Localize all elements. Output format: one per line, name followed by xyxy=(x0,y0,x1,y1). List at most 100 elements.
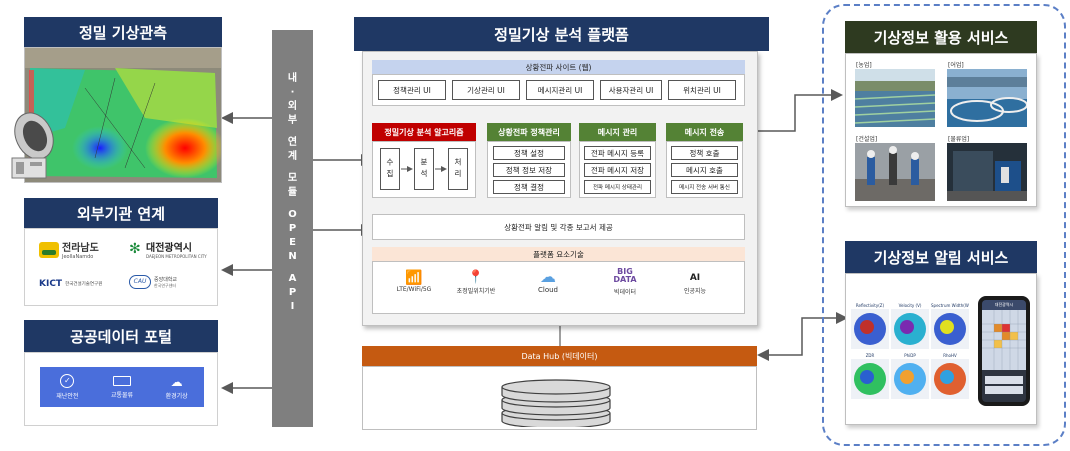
cau-logo: CAU 중앙대학교 한국연구센터 xyxy=(129,275,177,289)
interface-char: P xyxy=(288,223,297,234)
cau-emblem-icon: CAU xyxy=(129,275,151,289)
radar-image xyxy=(891,309,929,349)
algo-step-analyze: 분석 xyxy=(414,148,434,190)
ui-location[interactable]: 위치관리 UI xyxy=(668,80,736,100)
msg-item-status: 전파 메시지 상태관리 xyxy=(584,180,651,194)
ui-message[interactable]: 메시지관리 UI xyxy=(526,80,594,100)
weather-map-image xyxy=(25,48,225,182)
algo-flow-arrows xyxy=(401,166,447,172)
radar-panel: Reflectivity(Z) xyxy=(851,303,889,351)
radar-panel-label: Spectrum Width(W) xyxy=(931,303,969,308)
msg-item-save: 전파 메시지 저장 xyxy=(584,163,651,177)
radar-panel-label: PhiDP xyxy=(904,353,916,358)
radar-image xyxy=(891,359,929,399)
hub-panel xyxy=(362,366,757,430)
interface-char: O xyxy=(288,209,297,220)
tech-lte: 📶 LTE/WiFi/5G xyxy=(384,270,444,293)
use-service-title: 기상정보 활용 서비스 xyxy=(845,21,1037,53)
daejeon-logo: ✻ 대전광역시 DAEJEON METROPOLITAN CITY xyxy=(129,241,207,259)
hub-title: Data Hub (빅데이터) xyxy=(362,346,757,366)
interface-char: · xyxy=(290,87,295,98)
use-item-const-label: [건설업] xyxy=(856,136,878,143)
interface-char: 듈 xyxy=(287,187,298,198)
interface-char: 내 xyxy=(287,73,298,84)
radar-image xyxy=(851,359,889,399)
portal-item-traffic[interactable]: 교통물류 xyxy=(111,375,133,399)
portal-panel: ✓ 재난안전 교통물류 ☁ 환경기상 xyxy=(24,352,218,426)
antenna-icon: 📶 xyxy=(405,270,423,286)
truck-icon xyxy=(112,375,131,386)
logistics-photo xyxy=(947,143,1027,201)
services-group xyxy=(822,4,1066,446)
jeonnam-logo: 전라남도 JeollaNamdo xyxy=(39,239,99,260)
interface-char: 부 xyxy=(287,115,298,126)
tech-title: 플랫폼 요소기술 xyxy=(372,247,745,261)
phone-screen: 대전광역시 xyxy=(982,300,1026,402)
use-item-agri-label: [농업] xyxy=(856,62,872,69)
policy-item-set: 정책 설정 xyxy=(493,146,565,160)
algo-title: 정밀기상 분석 알고리즘 xyxy=(372,123,476,141)
send-item-msg-call: 메시지 호출 xyxy=(671,163,738,177)
radar-image xyxy=(931,309,969,349)
interface-char: E xyxy=(289,237,296,248)
kict-logo: KICT 한국건설기술연구원 xyxy=(39,279,103,289)
radar-panel: RhoHV xyxy=(931,353,969,401)
cloud-icon: ☁ xyxy=(170,374,183,389)
portal-banner: ✓ 재난안전 교통물류 ☁ 환경기상 xyxy=(40,367,204,407)
smartphone: 대전광역시 xyxy=(978,296,1030,406)
interface-char: 모 xyxy=(287,173,298,184)
interface-char: 계 xyxy=(287,151,298,162)
report-bar: 상황전파 알림 및 각종 보고서 제공 xyxy=(372,214,745,240)
tech-cloud: ☁ Cloud xyxy=(520,267,576,295)
send-item-server: 메시지 전송 서버 통신 xyxy=(671,180,738,194)
algo-step-collect: 수집 xyxy=(380,148,400,190)
ui-weather[interactable]: 기상관리 UI xyxy=(452,80,520,100)
portal-title: 공공데이터 포털 xyxy=(24,320,218,352)
msg-item-register: 전파 메시지 등록 xyxy=(584,146,651,160)
tech-panel xyxy=(372,261,745,314)
policy-title: 상황전파 정책관리 xyxy=(487,123,571,141)
radar-grid: Reflectivity(Z)Velocity (V)Spectrum Widt… xyxy=(851,303,969,403)
disaster-icon: ✓ xyxy=(60,374,75,388)
radar-panel: Spectrum Width(W) xyxy=(931,303,969,351)
radar-image xyxy=(931,359,969,399)
send-title: 메시지 전송 xyxy=(666,123,743,141)
msg-title: 메시지 관리 xyxy=(579,123,656,141)
policy-item-save: 정책 정보 저장 xyxy=(493,163,565,177)
ext-title: 외부기관 연계 xyxy=(24,198,218,228)
radar-panel: PhiDP xyxy=(891,353,929,401)
radar-panel: Velocity (V) xyxy=(891,303,929,351)
construction-photo xyxy=(855,143,935,201)
interface-char: N xyxy=(288,251,297,262)
phone-row xyxy=(985,386,1023,394)
map-pin-icon: 📍 xyxy=(467,270,485,285)
algo-step-process: 처리 xyxy=(448,148,468,190)
phone-row xyxy=(985,376,1023,384)
alert-service-title: 기상정보 알림 서비스 xyxy=(845,241,1037,273)
radar-panel-label: ZDR xyxy=(865,353,875,358)
portal-item-disaster[interactable]: ✓ 재난안전 xyxy=(56,374,79,400)
ai-icon: AI xyxy=(689,273,701,283)
tech-location: 📍 초정밀위치기반 xyxy=(444,270,508,295)
site-title: 상황전파 사이트 (웹) xyxy=(372,60,745,74)
jeonnam-emblem-icon xyxy=(39,241,59,258)
cloud-network-icon: ☁ xyxy=(540,267,556,286)
use-item-fish-label: [어업] xyxy=(948,62,964,69)
ui-policy[interactable]: 정책관리 UI xyxy=(378,80,446,100)
interface-char: 연 xyxy=(287,137,298,148)
interface-char: P xyxy=(288,287,297,298)
platform-title: 정밀기상 분석 플랫폼 xyxy=(354,17,769,51)
database-icon xyxy=(501,379,611,427)
obs-title: 정밀 기상관측 xyxy=(24,17,222,47)
portal-item-weather[interactable]: ☁ 환경기상 xyxy=(165,374,188,400)
policy-item-decide: 정책 결정 xyxy=(493,180,565,194)
obs-panel xyxy=(24,47,225,183)
phone-map xyxy=(982,310,1026,370)
fishery-photo xyxy=(947,69,1027,127)
daejeon-emblem-icon: ✻ xyxy=(129,241,141,257)
ui-user[interactable]: 사용자관리 UI xyxy=(600,80,662,100)
radar-image xyxy=(851,309,889,349)
